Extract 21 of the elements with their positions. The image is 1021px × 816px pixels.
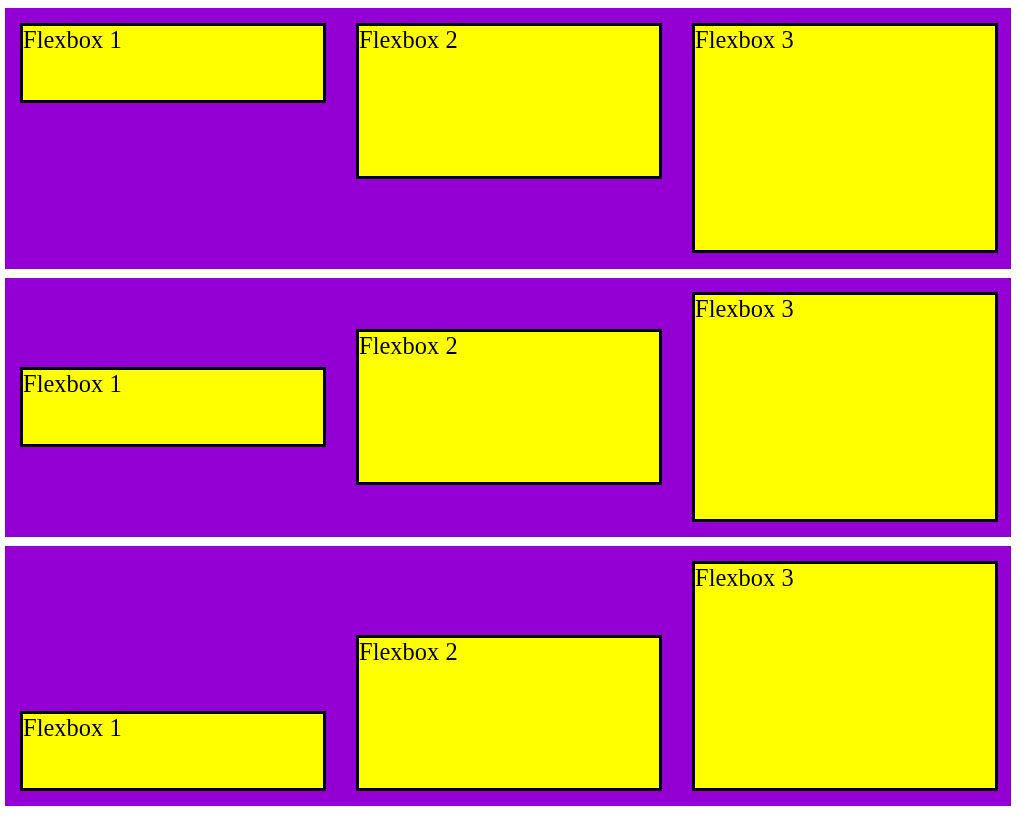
item-box <box>20 711 326 791</box>
item-label: Flexbox 1 <box>23 26 122 54</box>
item-label: Flexbox 2 <box>359 638 458 666</box>
container-band <box>5 546 1011 806</box>
container-band <box>5 8 1011 269</box>
item-label: Flexbox 3 <box>695 564 794 592</box>
item-box <box>20 23 326 103</box>
item-label: Flexbox 2 <box>359 26 458 54</box>
item-label: Flexbox 3 <box>695 295 794 323</box>
item-box <box>356 23 662 179</box>
item-label: Flexbox 2 <box>359 332 458 360</box>
item-box <box>356 635 662 791</box>
item-box <box>692 561 998 791</box>
item-box <box>20 367 326 447</box>
item-label: Flexbox 1 <box>23 714 122 742</box>
item-box <box>692 292 998 522</box>
item-label: Flexbox 1 <box>23 370 122 398</box>
container-band <box>5 278 1011 537</box>
item-label: Flexbox 3 <box>695 26 794 54</box>
item-box <box>356 329 662 485</box>
item-box <box>692 23 998 253</box>
